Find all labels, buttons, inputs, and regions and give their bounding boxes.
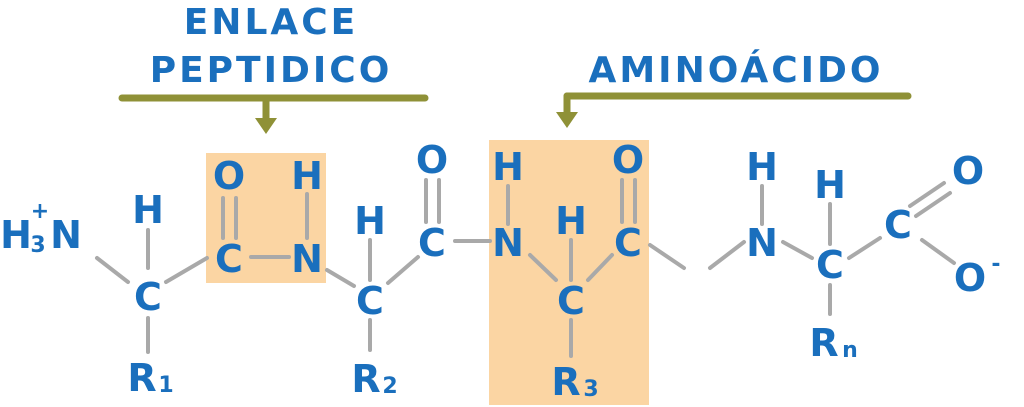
atom-cn-h: H <box>814 163 846 207</box>
bond-c3-carbonyl3 <box>586 253 614 282</box>
atom-c3: C <box>557 279 585 323</box>
bond-chain-n3 <box>708 240 746 270</box>
bond-carboxyl-o1-b <box>914 191 952 218</box>
atom-carboxyl-o1: O <box>952 149 984 193</box>
atom-c3-h: H <box>555 199 587 243</box>
atom-n3-h: H <box>746 145 778 189</box>
atom-n2: N <box>492 221 524 265</box>
atom-h3n-plus: + <box>31 199 49 224</box>
atom-carbonyl3-c: C <box>614 221 642 265</box>
atom-c1-h: H <box>132 188 164 232</box>
atom-r2-sub: 2 <box>382 374 397 399</box>
bonds <box>95 178 956 358</box>
atom-r3: R <box>551 360 580 404</box>
atom-h3n-sub: 3 <box>30 233 45 258</box>
atom-r1-sub: 1 <box>158 373 173 398</box>
atom-carboxyl-o2: O <box>954 256 986 300</box>
peptide-bond-bracket <box>118 94 429 134</box>
bond-carbonyl3-chain <box>648 243 686 270</box>
atom-carbonyl2-c: C <box>418 221 446 265</box>
atom-h3n-n: N <box>50 213 82 257</box>
bond-carboxyl-o1-a <box>908 181 946 208</box>
atom-n2-h: H <box>492 145 524 189</box>
atom-r3-sub: 3 <box>583 377 598 402</box>
atom-rn: R <box>809 321 838 365</box>
atom-n1: N <box>291 237 323 281</box>
bond-n-c1 <box>95 256 130 284</box>
bond-carboxyl-o2 <box>920 238 956 265</box>
peptide-bond-label-line1: ENLACE <box>184 2 359 43</box>
atom-n3: N <box>746 221 778 265</box>
bond-n2-c3 <box>528 253 558 282</box>
atom-c2: C <box>356 279 384 323</box>
bond-n1-c2 <box>325 268 356 288</box>
atom-rn-sub: n <box>842 338 858 363</box>
bond-c1-carbonyl1 <box>164 256 209 284</box>
atom-cn: C <box>816 243 844 287</box>
atom-carboxyl-c: C <box>884 203 912 247</box>
atom-carboxyl-minus: - <box>991 252 1000 277</box>
atom-carbonyl2-o: O <box>416 138 448 182</box>
atom-r1: R <box>127 356 156 400</box>
bond-c2-carbonyl2 <box>386 255 420 285</box>
atom-carbonyl1-o: O <box>213 154 245 198</box>
atom-r2: R <box>351 357 380 401</box>
amino-acid-label: AMINOÁCIDO <box>588 49 883 91</box>
atom-c1: C <box>134 275 162 319</box>
peptide-bond-label-line2: PEPTIDICO <box>150 50 393 91</box>
bond-n3-cn <box>781 240 814 260</box>
amino-acid-bracket <box>556 92 912 128</box>
atoms: H 3 + N H C R 1 O C H N H C R 2 O C H N … <box>0 138 1000 404</box>
atom-h3n-h: H <box>0 213 32 257</box>
bond-cn-carboxyl <box>847 236 882 260</box>
atom-carbonyl3-o: O <box>612 138 644 182</box>
atom-carbonyl1-c: C <box>215 237 243 281</box>
atom-c2-h: H <box>354 199 386 243</box>
atom-n1-h: H <box>291 154 323 198</box>
